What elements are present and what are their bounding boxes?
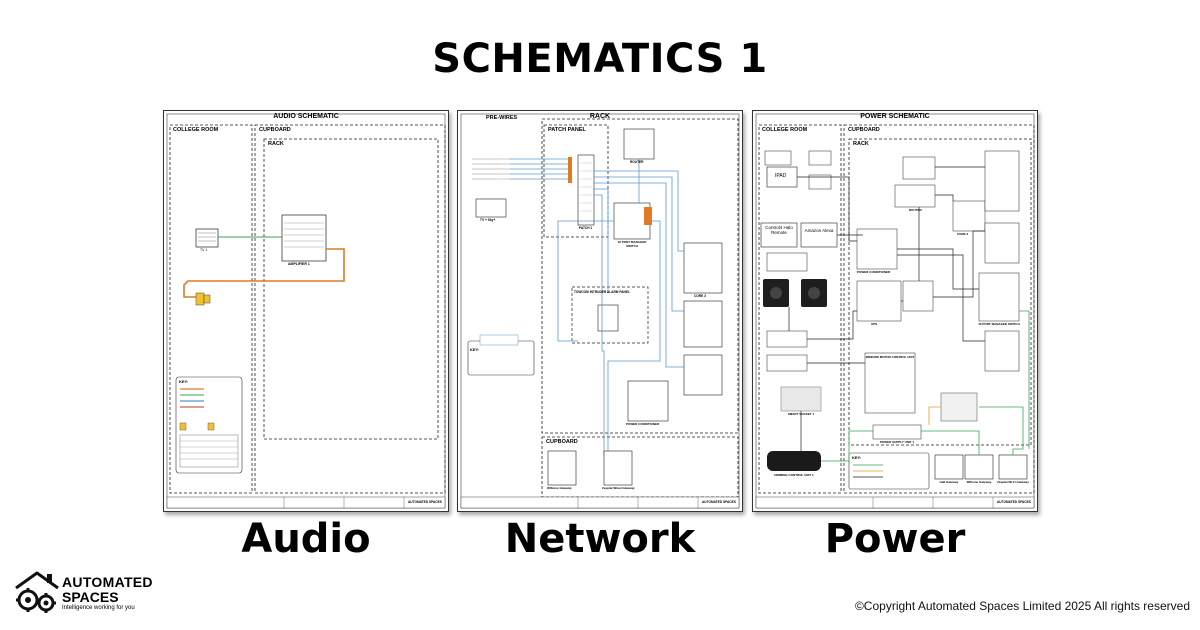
device-label-power-conditioner: POWER CONDITIONER (857, 270, 891, 274)
zone-label-patch-panel: PATCH PANEL (548, 127, 586, 133)
device-label-hall-gateway: Hall Gateway (939, 480, 959, 484)
device-label-patch: PATCH 1 (579, 226, 593, 230)
zone-label-college-room: COLLEGE ROOM (762, 127, 808, 133)
copyright-notice: ©Copyright Automated Spaces Limited 2025… (854, 599, 1190, 613)
device-label-ipad: IPAD (775, 173, 787, 179)
caption-network: Network (504, 516, 696, 562)
device-label-alexa: Amazon Alexa (804, 228, 834, 233)
device-label-wiflome-gateway: Wiflome Gateway (966, 480, 992, 484)
sheet-brand: AUTOMATED SPACES (997, 500, 1031, 504)
audio-schematic-sheet[interactable]: AUDIO SCHEMATIC COLLEGE ROOM CUPBOARD RA… (163, 110, 449, 512)
device-label-zeeplat-gateway: Zeeplat Wi-Fi Gateway (997, 480, 1029, 484)
zone-label-rack: RACK (268, 141, 284, 147)
device-label-core: CORE 3 (957, 232, 969, 236)
network-schematic-drawing (460, 113, 740, 509)
zone-label-pre-wires: PRE-WIRES (486, 115, 518, 121)
device-label-ups: UPS (871, 322, 878, 326)
device-label-core: CORE 3 (694, 294, 706, 298)
zone-label-college-room: COLLEGE ROOM (173, 127, 219, 133)
zone-label-rack: RACK (853, 141, 869, 147)
device-label-router: ROUTER (909, 208, 922, 212)
device-label-switch: 16 PORT MANAGED SWITCH (978, 322, 1020, 326)
sheet-title: RACK (589, 113, 611, 120)
device-label-dimming-control: DIMMING CONTROL UNIT 1 (774, 473, 814, 477)
key-title: KEY: (470, 347, 480, 352)
device-label-gateway-2: Zeeplat Wired Gateway (602, 486, 635, 490)
logo-tagline: Intelligence working for you (62, 605, 135, 611)
zone-label-cupboard: CUPBOARD (546, 439, 578, 445)
zone-label-cupboard: CUPBOARD (259, 127, 291, 133)
device-label-psu: POWER SUPPLY UNIT 1 (879, 440, 915, 444)
audio-schematic-drawing (166, 113, 446, 509)
logo-text-line1: AUTOMATED (62, 574, 153, 590)
sheet-brand: AUTOMATED SPACES (408, 500, 442, 504)
power-schematic-drawing (755, 113, 1035, 509)
house-gears-icon (15, 571, 59, 613)
device-label-smart-socket: SMART SOCKET 1 (787, 412, 815, 416)
device-label-tv: TV 1 (200, 248, 208, 252)
page-title: SCHEMATICS 1 (432, 36, 768, 82)
key-title: KEY: (852, 455, 862, 460)
device-label-halo-remote: Control4 Halo Remote (765, 225, 793, 235)
sheet-title: AUDIO SCHEMATIC (273, 113, 339, 120)
device-label-gateway-1: Wiflome Gateway (547, 486, 572, 490)
device-label-tv: TV + Sky+ (480, 218, 496, 222)
logo-text-line2: SPACES (62, 589, 119, 605)
automated-spaces-logo[interactable]: AUTOMATED SPACES Intelligence working fo… (14, 570, 174, 616)
zone-label-cupboard: CUPBOARD (848, 127, 880, 133)
caption-audio: Audio (241, 516, 371, 562)
sheet-brand: AUTOMATED SPACES (702, 500, 736, 504)
sheet-title: POWER SCHEMATIC (860, 113, 930, 120)
device-label-window-motor: WINDOW MOTOR CONTROL UNIT (865, 355, 915, 359)
device-label-switch: 16 PORT MANAGED SWITCH (617, 240, 647, 248)
key-title: KEY: (179, 379, 189, 384)
power-schematic-sheet[interactable]: POWER SCHEMATIC COLLEGE ROOM CUPBOARD RA… (752, 110, 1038, 512)
network-schematic-sheet[interactable]: RACK PRE-WIRES PATCH PANEL CUPBOARD ROUT… (457, 110, 743, 512)
device-label-alarm-panel: TOWCOM INTRUDER ALARM PANEL (574, 290, 630, 294)
caption-power: Power (824, 516, 966, 562)
device-label-router: ROUTER (630, 160, 644, 164)
device-label-power-conditioner: POWER CONDITIONER (626, 422, 660, 426)
device-label-amplifier: AMPLIFIER 1 (288, 262, 310, 266)
